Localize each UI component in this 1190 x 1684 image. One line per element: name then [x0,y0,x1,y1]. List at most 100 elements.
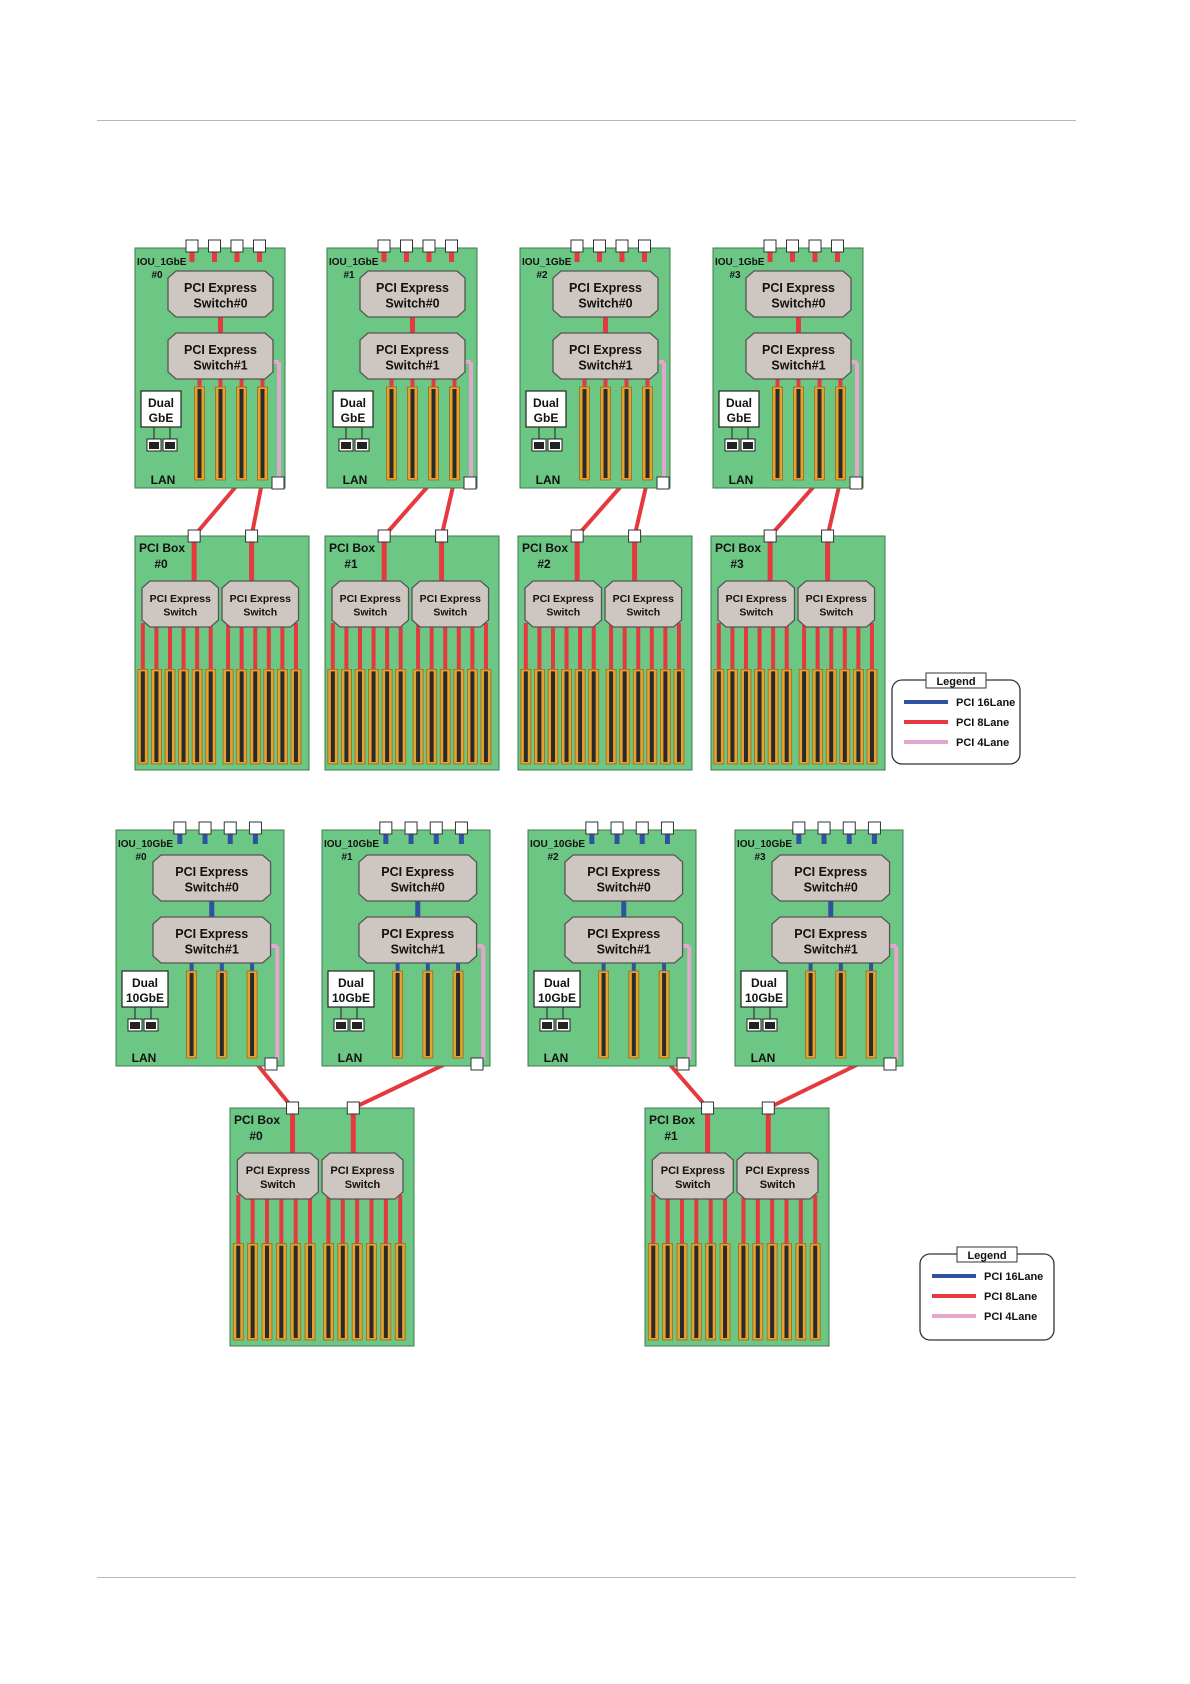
switch-label-line2: Switch#0 [771,297,825,311]
iou-label: IOU_10GbE [737,839,792,850]
switch-chip-shape [221,580,300,628]
cable-iou-to-box [768,478,822,538]
pci-box-label: PCI Box [329,541,375,555]
switch-chip-shape [651,1152,734,1200]
switch-chip-shape [152,854,272,902]
nic-label-line1: Dual [132,976,158,990]
legend-item-label: PCI 16Lane [984,1271,1043,1283]
switch-label-line2: Switch#0 [385,297,439,311]
switch-label-line2: Switch#1 [578,359,632,373]
switch-label-line2: Switch [433,607,467,619]
switch-label-line1: PCI Express [587,927,660,941]
pci-slot-core [813,1245,818,1338]
pci-slot-core [140,671,145,762]
pci-slot-core [679,1245,684,1338]
switch-chip-shape [359,270,466,318]
lan-jack-socket [149,442,159,449]
pci-slot-core [771,671,776,762]
pci-slot-core [609,671,614,762]
switch-chip-shape [524,580,603,628]
nic-label-line1: Dual [338,976,364,990]
lan-label: LAN [151,473,176,487]
iou-bottom-port [264,1057,278,1071]
iou-top-port [230,239,244,253]
legend-item-label: PCI 8Lane [956,717,1009,729]
switch-label-line2: Switch#1 [391,943,445,957]
pci-box-number: #2 [537,557,551,571]
iou-top-port [615,239,629,253]
pci-box-number: #0 [154,557,168,571]
switch-label-line2: Switch#0 [391,881,445,895]
pci-slot-core [784,1245,789,1338]
switch-label-line1: PCI Express [587,865,660,879]
pci-slot-core [808,973,813,1056]
switch-label-line1: PCI Express [569,343,642,357]
lan-jack-socket [765,1022,775,1029]
switch-label-line1: PCI Express [533,593,594,605]
pci-slot-core [775,389,780,478]
pci-slot-core [355,1245,360,1338]
pci-box-top-port [701,1101,715,1115]
lan-jack-socket [749,1022,759,1029]
switch-label-line2: Switch#0 [597,881,651,895]
pci-slot-core [218,389,223,478]
lan-jack-socket [357,442,367,449]
switch-label-line1: PCI Express [246,1165,310,1177]
pci-slot-core [601,973,606,1056]
iou-top-port [808,239,822,253]
pci-slot-core [470,671,475,762]
pci-slot-core [784,671,789,762]
nic-label-box [140,390,182,428]
switch-label-line1: PCI Express [376,281,449,295]
pci-slot-core [383,1245,388,1338]
pci-slot-core [181,671,186,762]
iou-top-port [379,821,393,835]
pci-slot-core [326,1245,331,1338]
iou-number: #0 [151,270,163,281]
footer-rule [97,1577,1076,1578]
switch-chip-shape [552,332,659,380]
legend-item-label: PCI 16Lane [956,697,1015,709]
iou-top-port [454,821,468,835]
nic-label-line2: GbE [149,411,174,425]
switch-label-line2: Switch#1 [385,359,439,373]
iou-label: IOU_10GbE [530,839,585,850]
switch-chip-shape [141,580,220,628]
pci-slot-core [591,671,596,762]
pci-slot-core [398,1245,403,1338]
switch-label-line1: PCI Express [184,343,257,357]
nic-label-box [327,970,375,1008]
pci-slot-core [385,671,390,762]
iou-top-port [610,821,624,835]
iou-bottom-port [676,1057,690,1071]
switch-chip-shape [771,854,891,902]
pci-slot-core [266,671,271,762]
switch-chip-shape [771,916,891,964]
pci-box-top-port [346,1101,360,1115]
lan-jack-socket [542,1022,552,1029]
switch-label-line2: Switch#1 [193,359,247,373]
iou-bottom-port [271,476,285,490]
switch-label-line1: PCI Express [745,1165,809,1177]
pci-slot-core [523,671,528,762]
switch-label-line2: Switch#1 [804,943,858,957]
iou-top-port [585,821,599,835]
nic-label-line2: 10GbE [538,991,576,1005]
pci-box-number: #1 [664,1129,678,1143]
pci-slot-core [550,671,555,762]
pci-slot-core [195,671,200,762]
lan-label: LAN [132,1051,157,1065]
pci-slot-core [716,671,721,762]
